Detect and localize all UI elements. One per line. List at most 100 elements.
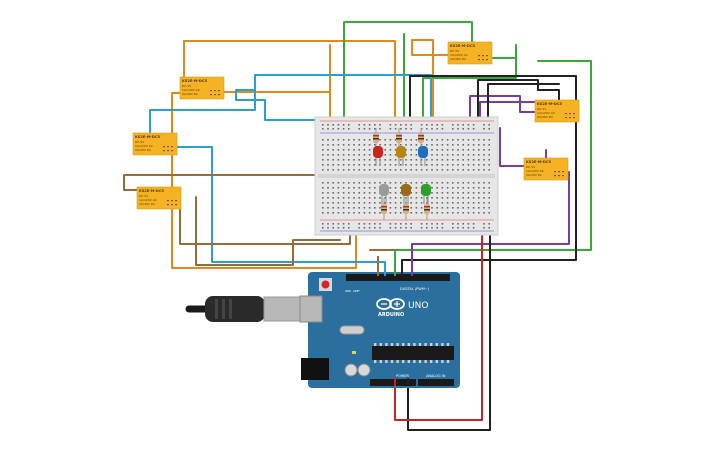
breadboard-hole[interactable] (462, 154, 464, 156)
breadboard-hole[interactable] (452, 223, 454, 225)
breadboard-hole[interactable] (431, 227, 433, 229)
breadboard-hole[interactable] (441, 154, 444, 156)
breadboard-hole[interactable] (472, 202, 475, 204)
breadboard-hole[interactable] (394, 202, 397, 204)
breadboard-hole[interactable] (327, 128, 329, 130)
breadboard-hole[interactable] (353, 164, 355, 166)
breadboard-hole[interactable] (478, 207, 480, 209)
breadboard-hole[interactable] (405, 182, 407, 184)
breadboard-hole[interactable] (322, 182, 324, 184)
breadboard-hole[interactable] (358, 149, 360, 151)
breadboard-hole[interactable] (358, 128, 360, 130)
breadboard-hole[interactable] (348, 164, 350, 166)
breadboard-hole[interactable] (446, 154, 449, 156)
breadboard-hole[interactable] (353, 169, 355, 171)
breadboard-hole[interactable] (462, 202, 464, 204)
breadboard-hole[interactable] (337, 223, 340, 225)
breadboard-hole[interactable] (322, 212, 324, 214)
breadboard-hole[interactable] (436, 227, 438, 229)
breadboard-hole[interactable] (488, 124, 490, 126)
breadboard-hole[interactable] (410, 164, 412, 166)
breadboard-hole[interactable] (379, 197, 381, 199)
breadboard-hole[interactable] (452, 149, 454, 151)
breadboard-hole[interactable] (400, 124, 402, 126)
breadboard-hole[interactable] (327, 182, 329, 184)
breadboard-hole[interactable] (431, 128, 433, 130)
breadboard-hole[interactable] (457, 212, 459, 214)
breadboard-hole[interactable] (472, 197, 475, 199)
breadboard-hole[interactable] (368, 197, 371, 199)
breadboard-hole[interactable] (332, 202, 334, 204)
led-blue[interactable] (418, 146, 428, 166)
breadboard-hole[interactable] (358, 154, 360, 156)
breadboard-hole[interactable] (379, 144, 381, 146)
usb-cable[interactable] (185, 296, 315, 322)
breadboard-hole[interactable] (389, 223, 392, 225)
breadboard-hole[interactable] (415, 192, 418, 194)
breadboard-hole[interactable] (467, 159, 470, 161)
breadboard-hole[interactable] (400, 187, 402, 189)
breadboard-hole[interactable] (472, 212, 475, 214)
breadboard-hole[interactable] (426, 139, 428, 141)
breadboard-hole[interactable] (441, 192, 444, 194)
breadboard-hole[interactable] (405, 164, 407, 166)
power-header[interactable] (370, 379, 416, 386)
breadboard-hole[interactable] (441, 227, 444, 229)
breadboard-hole[interactable] (332, 149, 334, 151)
breadboard-hole[interactable] (478, 192, 480, 194)
breadboard-hole[interactable] (462, 223, 464, 225)
breadboard-hole[interactable] (394, 139, 397, 141)
breadboard-hole[interactable] (379, 139, 381, 141)
breadboard-hole[interactable] (446, 197, 449, 199)
breadboard-hole[interactable] (478, 139, 480, 141)
breadboard-hole[interactable] (332, 207, 334, 209)
breadboard-hole[interactable] (363, 187, 366, 189)
breadboard-hole[interactable] (348, 197, 350, 199)
breadboard-hole[interactable] (483, 182, 485, 184)
breadboard-hole[interactable] (436, 212, 438, 214)
wire-brown[interactable] (179, 199, 351, 245)
breadboard-hole[interactable] (337, 182, 340, 184)
breadboard-hole[interactable] (472, 124, 475, 126)
breadboard-hole[interactable] (400, 192, 402, 194)
breadboard-hole[interactable] (483, 154, 485, 156)
breadboard-hole[interactable] (384, 144, 386, 146)
breadboard-hole[interactable] (384, 159, 386, 161)
breadboard-hole[interactable] (410, 182, 412, 184)
breadboard-hole[interactable] (389, 128, 392, 130)
breadboard-hole[interactable] (436, 182, 438, 184)
breadboard-hole[interactable] (363, 192, 366, 194)
breadboard-hole[interactable] (467, 128, 470, 130)
breadboard-hole[interactable] (342, 202, 345, 204)
breadboard-hole[interactable] (374, 144, 376, 146)
breadboard-hole[interactable] (472, 169, 475, 171)
wire-orange[interactable] (411, 39, 463, 129)
breadboard-hole[interactable] (436, 223, 438, 225)
breadboard-hole[interactable] (488, 227, 490, 229)
breadboard-hole[interactable] (467, 207, 470, 209)
breadboard-hole[interactable] (478, 182, 480, 184)
breadboard-hole[interactable] (436, 124, 438, 126)
breadboard-hole[interactable] (441, 164, 444, 166)
breadboard-hole[interactable] (467, 197, 470, 199)
breadboard-hole[interactable] (342, 227, 345, 229)
breadboard-hole[interactable] (332, 227, 334, 229)
breadboard-hole[interactable] (342, 212, 345, 214)
breadboard-hole[interactable] (467, 124, 470, 126)
breadboard-hole[interactable] (327, 139, 329, 141)
wire-orange[interactable] (219, 44, 331, 129)
breadboard-hole[interactable] (415, 144, 418, 146)
breadboard-hole[interactable] (436, 164, 438, 166)
breadboard-hole[interactable] (358, 223, 360, 225)
breadboard-hole[interactable] (400, 223, 402, 225)
breadboard-hole[interactable] (368, 192, 371, 194)
breadboard-hole[interactable] (441, 223, 444, 225)
breadboard-hole[interactable] (337, 192, 340, 194)
breadboard-hole[interactable] (441, 182, 444, 184)
breadboard-hole[interactable] (441, 202, 444, 204)
breadboard-hole[interactable] (472, 139, 475, 141)
breadboard-hole[interactable] (342, 182, 345, 184)
breadboard-hole[interactable] (436, 154, 438, 156)
breadboard-hole[interactable] (472, 159, 475, 161)
breadboard-hole[interactable] (410, 159, 412, 161)
